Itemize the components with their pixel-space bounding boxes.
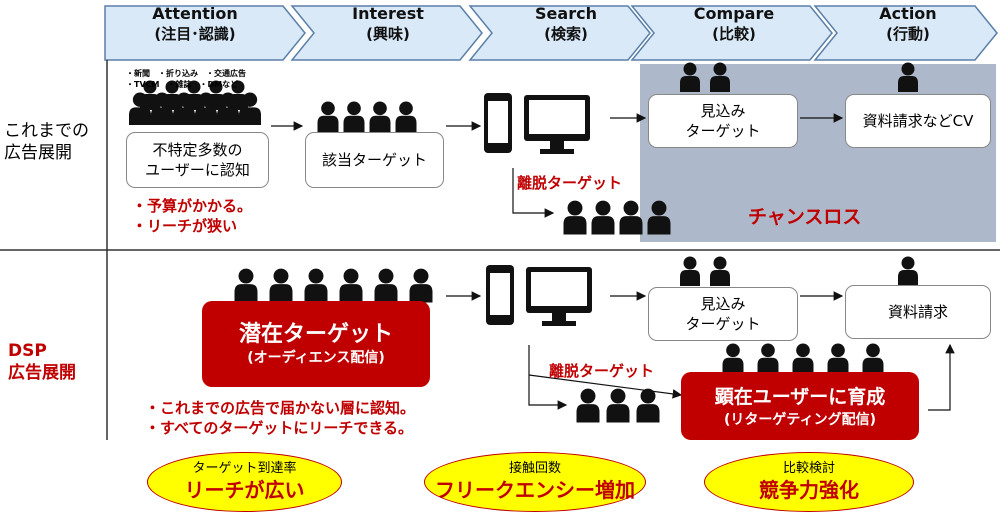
stage-search: Search (検索) [506,4,626,44]
person-icon [206,80,226,110]
box-prospect-top: 見込み ターゲット [648,94,798,148]
oval-frequency-small: 接触回数 [508,461,561,476]
oval-competitive-big: 競争力強化 [759,478,859,502]
stage-jp: (注目･認識) [154,25,236,43]
box-unspecified-users: 不特定多数の ユーザーに認知 [126,132,269,188]
person-icon [757,343,779,375]
stage-en: Compare [693,4,775,23]
person-icon [317,101,339,133]
person-icon [576,388,600,423]
box-cv: 資料請求などCV [845,94,991,148]
person-icon [827,343,849,375]
stage-en: Action [879,4,937,23]
person-icon [710,62,730,92]
stage-chevron [290,5,483,61]
person-icon [792,343,814,375]
oval-reach: ターゲット到達率 リーチが広い [147,452,342,512]
stage-chevron [813,5,998,61]
person-icon [162,80,182,110]
oval-frequency: 接触回数 フリークエンシー増加 [424,452,646,512]
stage-jp: (検索) [544,25,588,43]
churn-arrow-top [512,168,555,218]
dsp-bullets: ・これまでの広告で届かない層に認知。 ・すべてのターゲットにリーチできる。 [145,399,416,437]
person-icon [647,200,671,235]
arrow-to-nurture [528,374,683,399]
person-icon [395,101,417,133]
chance-loss-label: チャンスロス [748,206,862,228]
arrow-nurture-to-request [928,343,955,411]
person-icon [269,268,293,303]
stage-action: Action (行動) [848,4,968,44]
stage-attention: Attention (注目･認識) [135,4,255,44]
person-icon [722,343,744,375]
person-icon [591,200,615,235]
oval-competitive: 比較検討 競争力強化 [704,452,914,512]
device-icons-bottom [486,265,592,326]
potential-sub: (オーディエンス配信) [247,350,385,366]
person-icon [234,268,258,303]
stage-chevron [468,5,651,61]
stage-chevron [104,5,306,61]
person-icon [228,80,248,110]
person-icon [369,101,391,133]
potential-title: 潜在ターゲット [238,322,393,347]
stage-en: Interest [352,4,424,23]
box-target: 該当ターゲット [305,132,444,188]
row-title-conventional: これまでの 広告展開 [4,121,89,163]
stage-en: Search [535,4,597,23]
person-icon [710,256,730,286]
row-title-dsp: DSP 広告展開 [8,341,76,383]
oval-frequency-big: フリークエンシー増加 [435,478,635,502]
box-nurture: 顕在ユーザーに育成 (リターゲティング配信) [681,372,919,440]
people-icons [129,62,918,423]
person-icon [862,343,884,375]
stage-compare: Compare (比較) [674,4,794,44]
box-prospect-bottom: 見込み ターゲット [648,287,798,341]
person-icon [680,256,700,286]
stage-jp: (比較) [712,25,756,43]
person-icon [343,101,365,133]
box-potential-target: 潜在ターゲット (オーディエンス配信) [202,301,430,387]
stage-jp: (興味) [366,25,410,43]
conventional-bullets: ・予算がかかる。 ・リーチが狭い [132,197,253,235]
stage-interest: Interest (興味) [328,4,448,44]
churn-arrow-bottom [528,345,568,410]
person-icon [374,268,398,303]
oval-competitive-small: 比較検討 [782,461,835,476]
person-icon [563,200,587,235]
stage-labels: Attention (注目･認識) Interest (興味) Search (… [0,0,1000,64]
oval-reach-small: ターゲット到達率 [192,461,297,476]
nurture-sub: (リターゲティング配信) [724,412,876,428]
person-icon [409,268,433,303]
stage-chevrons [104,5,998,61]
person-icon [898,62,918,92]
nurture-title: 顕在ユーザーに育成 [714,386,886,408]
stage-en: Attention [152,4,238,23]
oval-reach-big: リーチが広い [184,478,305,502]
person-icon [898,256,918,286]
person-icon [339,268,363,303]
person-icon [680,62,700,92]
person-icon [636,388,660,423]
churn-label-top: 離脱ターゲット [517,174,623,192]
chance-loss-panel [640,64,996,242]
person-icon [184,80,204,110]
stage-chevron [630,5,833,61]
box-request: 資料請求 [845,285,991,339]
media-notes: ・新聞 ・折り込み ・交通広告 ・TVCM ・雑誌 ・DMなど [126,69,246,89]
person-icon [304,268,328,303]
churn-label-bottom: 離脱ターゲット [549,362,655,380]
device-icons-top [484,93,590,154]
stage-jp: (行動) [886,25,930,43]
person-icon [140,80,160,110]
person-icon [619,200,643,235]
person-icon [606,388,630,423]
